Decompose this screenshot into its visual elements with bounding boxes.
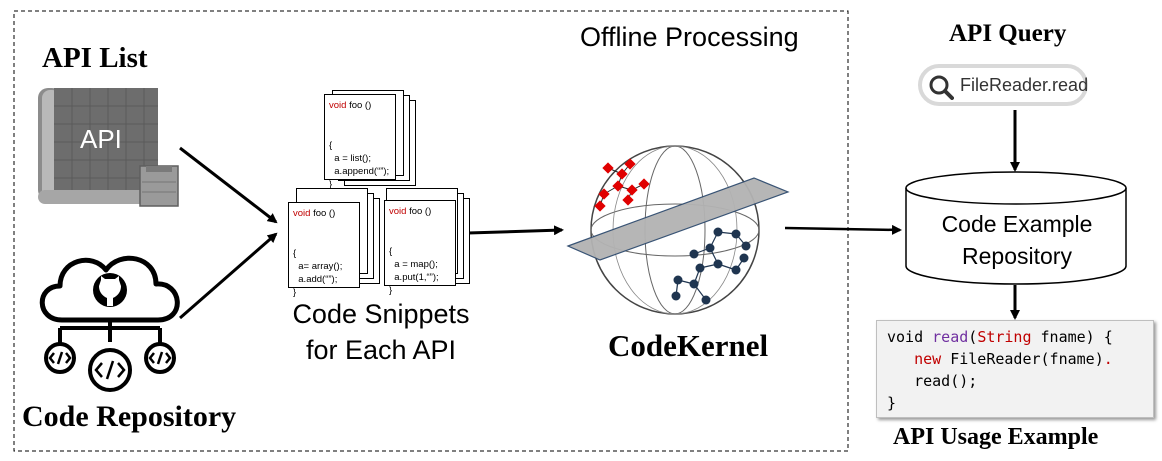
usage-example-code-block: void read(String fname) { new FileReader… <box>876 320 1154 418</box>
codekernel-title: CodeKernel <box>608 328 769 363</box>
snippet-card-2: void foo () { a= array(); a.add(“”);} <box>288 202 360 298</box>
repository-database-icon <box>905 171 1127 285</box>
usage-code-token: read(); <box>887 372 978 390</box>
snippet-3-signature: foo () <box>406 206 432 217</box>
snippet-2-keyword: void <box>293 208 311 219</box>
api-book-icon <box>38 88 179 207</box>
arrow-snippets-to-codekernel <box>467 225 564 236</box>
usage-code-token: fname) { <box>1031 328 1113 346</box>
codekernel-sphere-icon <box>566 145 790 315</box>
usage-code-line: } <box>887 392 1153 414</box>
code-repository-title: Code Repository <box>22 400 237 433</box>
repository-label-line1: Code Example <box>941 211 1093 237</box>
snippet-3-body: { a = map(); a.put(1,“”);} <box>389 246 439 296</box>
snippets-caption-line1: Code Snippets <box>292 299 470 329</box>
snippet-2-signature: foo () <box>310 208 336 219</box>
search-icon <box>929 75 954 100</box>
repository-label-line2: Repository <box>962 243 1072 269</box>
api-query-search-box[interactable]: FileReader.read <box>918 64 1088 106</box>
usage-example-title: API Usage Example <box>893 424 1099 450</box>
github-cloud-icon <box>39 255 180 392</box>
usage-code-token: . <box>1103 350 1113 368</box>
repository-label: Code Example Repository <box>904 208 1130 272</box>
snippet-card-1: void foo () { a = list(); a.append(“”);} <box>324 94 396 190</box>
api-query-value: FileReader.read <box>960 75 1089 95</box>
snippet-2-body: { a= array(); a.add(“”);} <box>293 248 343 298</box>
offline-processing-label: Offline Processing <box>580 22 799 52</box>
snippet-1-signature: foo () <box>346 100 372 111</box>
snippet-1-body: { a = list(); a.append(“”);} <box>329 140 390 190</box>
arrow-repo-to-snippets <box>179 232 278 320</box>
usage-code-line: new FileReader(fname). <box>887 348 1153 370</box>
arrow-codekernel-to-repository <box>784 224 902 235</box>
snippet-card-3: void foo () { a = map(); a.put(1,“”);} <box>384 200 456 296</box>
usage-code-token <box>887 350 914 368</box>
offline-processing-box <box>13 10 849 452</box>
arrow-apilist-to-snippets <box>179 146 278 224</box>
usage-code-token: new <box>914 350 942 368</box>
usage-code-token: FileReader(fname) <box>941 350 1104 368</box>
usage-code-line: void read(String fname) { <box>887 326 1153 348</box>
usage-code-line: read(); <box>887 370 1153 392</box>
snippets-caption: Code Snippets for Each API <box>278 296 484 368</box>
usage-code-token: void <box>887 328 933 346</box>
usage-code-token: ( <box>968 328 978 346</box>
api-list-title: API List <box>42 42 148 74</box>
snippets-caption-line2: for Each API <box>305 335 457 365</box>
usage-code-token: read <box>932 328 969 346</box>
snippet-3-keyword: void <box>389 206 407 217</box>
api-query-title: API Query <box>949 20 1067 47</box>
usage-code-token: } <box>887 394 897 412</box>
snippet-1-keyword: void <box>329 100 347 111</box>
api-book-label: API <box>80 124 122 154</box>
usage-code-token: String <box>977 328 1032 346</box>
